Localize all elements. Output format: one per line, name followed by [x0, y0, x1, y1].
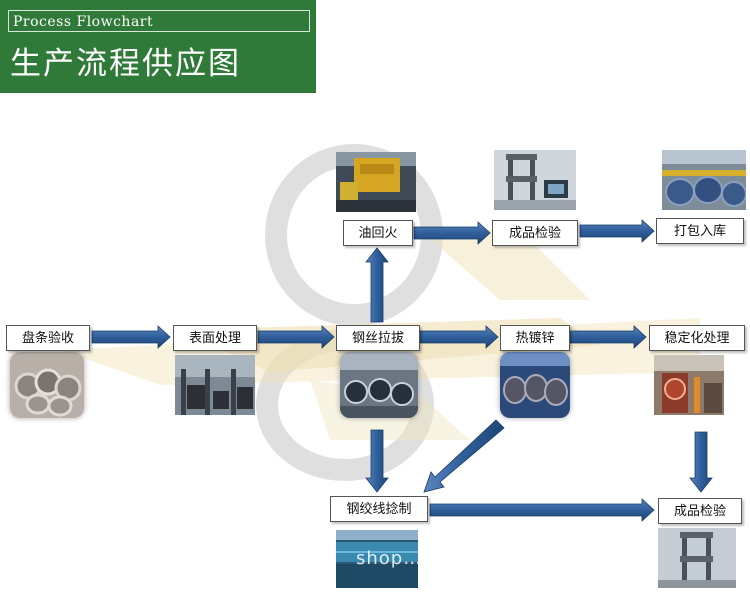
stranding-photo	[336, 530, 418, 588]
galvanizing-photo	[500, 352, 570, 418]
arrow-redu-to-wending	[569, 325, 647, 349]
step-inspection-bottom: 成品检验	[658, 498, 742, 524]
shop-watermark-text: shop…………8.com	[356, 548, 540, 569]
step-wire-drawing: 钢丝拉拔	[336, 325, 420, 351]
step-hot-galvanizing: 热镀锌	[500, 325, 570, 351]
arrow-gangsi-to-jiaoxian	[365, 429, 389, 493]
packing-photo	[662, 150, 746, 210]
step-surface-treatment: 表面处理	[173, 325, 257, 351]
arrow-gangsi-to-redu	[419, 325, 499, 349]
arrow-pantiao-to-biaomian	[91, 325, 171, 349]
wire-rod-coil-photo	[10, 352, 84, 418]
surface-treatment-photo	[175, 355, 255, 415]
header-title: 生产流程供应图	[10, 46, 241, 82]
step-strand-twisting: 钢绞线捻制	[330, 496, 428, 522]
arrow-biaomian-to-gangsi	[257, 325, 335, 349]
stabilization-photo	[654, 355, 724, 415]
arrow-gangsi-to-youhui	[365, 247, 389, 323]
arrow-redu-to-jiaoxian	[423, 419, 505, 493]
arrow-chengpin-to-dabao	[579, 219, 655, 243]
step-packing-storage: 打包入库	[656, 218, 744, 244]
step-wire-rod-inspection: 盘条验收	[6, 325, 90, 351]
arrow-jiaoxian-to-chengpin-bottom	[429, 498, 655, 522]
inspection-top-photo	[494, 150, 576, 210]
inspection-bottom-photo	[658, 528, 736, 588]
arrow-youhui-to-chengpin-top	[413, 221, 491, 245]
step-oil-tempering: 油回火	[343, 220, 413, 246]
step-inspection-top: 成品检验	[492, 220, 578, 246]
oil-tempering-photo	[336, 152, 416, 212]
header-banner: Process Flowchart 生产流程供应图	[0, 0, 316, 93]
step-stabilization: 稳定化处理	[649, 325, 745, 351]
wire-drawing-photo	[340, 352, 418, 418]
arrow-wending-to-chengpin-bottom	[689, 431, 713, 493]
header-subtitle: Process Flowchart	[8, 10, 310, 32]
